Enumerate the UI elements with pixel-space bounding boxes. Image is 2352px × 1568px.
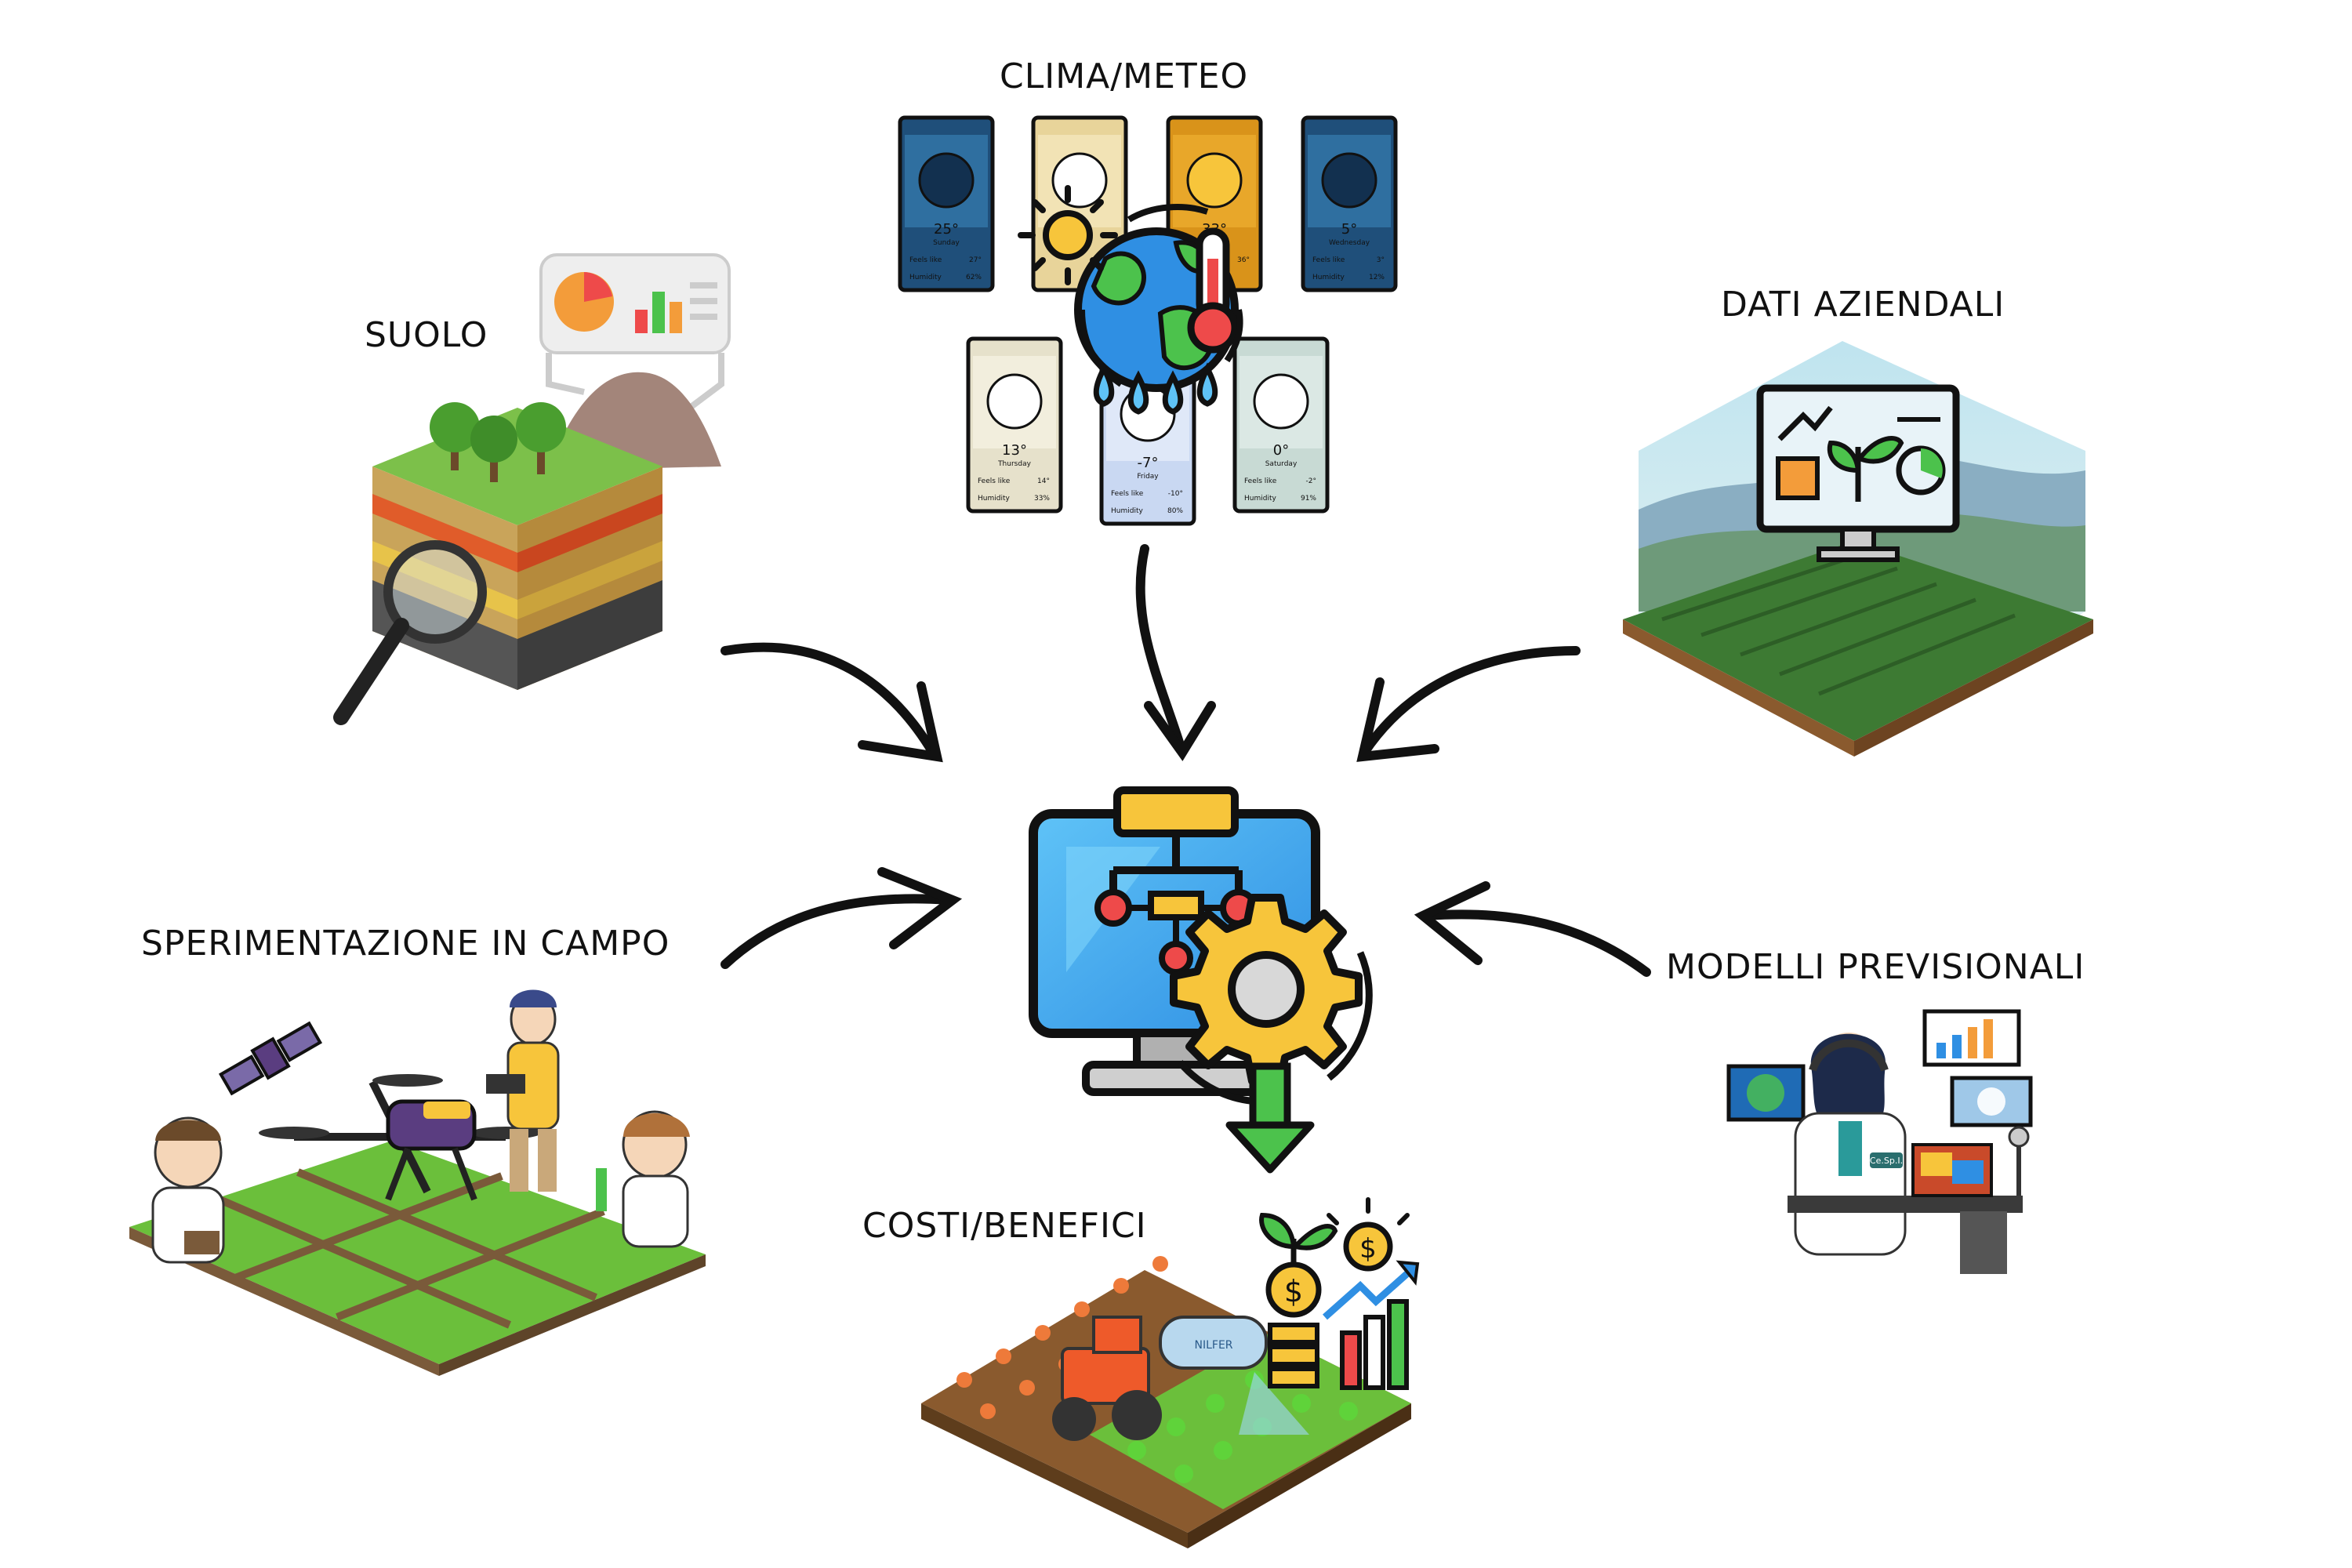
label-suolo: SUOLO bbox=[365, 315, 488, 355]
down-arrow-icon bbox=[1225, 1062, 1315, 1174]
gear-icon bbox=[1170, 894, 1373, 1105]
arrow-clima-to-center bbox=[1135, 544, 1216, 761]
arrow-modelli-to-center bbox=[1414, 881, 1651, 977]
sprayer-tank-icon: NILFER bbox=[1159, 1316, 1309, 1435]
weather-feels-label: Feels like bbox=[1111, 490, 1144, 498]
weather-humidity: 12% bbox=[1369, 274, 1385, 281]
arrow-dati-to-center bbox=[1356, 646, 1581, 762]
weather-humidity-label: Humidity bbox=[1244, 495, 1276, 503]
sun-icon bbox=[1018, 185, 1118, 285]
label-modelli-previsionali: MODELLI PREVISIONALI bbox=[1666, 947, 2085, 987]
svg-text:$: $ bbox=[1359, 1233, 1377, 1265]
weather-humidity: 62% bbox=[966, 274, 982, 281]
weather-feels-label: Feels like bbox=[909, 256, 942, 264]
weather-station-icon bbox=[2008, 1126, 2030, 1196]
moon-cloud-icon bbox=[1321, 152, 1377, 209]
sprayer-brand: NILFER bbox=[1194, 1339, 1232, 1352]
moon-stars-icon bbox=[918, 152, 975, 209]
weather-feels-label: Feels like bbox=[1312, 256, 1345, 264]
weather-feels: -10° bbox=[1168, 490, 1183, 498]
sperimentazione-illustration bbox=[129, 989, 706, 1376]
weather-temp: 0° bbox=[1273, 442, 1289, 459]
weather-humidity-label: Humidity bbox=[1111, 507, 1143, 515]
sun-cloud-icon bbox=[1051, 152, 1108, 209]
weather-day: Saturday bbox=[1265, 460, 1298, 468]
label-dati-aziendali: DATI AZIENDALI bbox=[1721, 285, 2005, 325]
weather-feels: 14° bbox=[1037, 477, 1050, 485]
label-costi-benefici: COSTI/BENEFICI bbox=[862, 1206, 1147, 1246]
researcher-analyst-figure: Ce.Sp.I. bbox=[1794, 1033, 1907, 1256]
growth-chart-icon bbox=[1323, 1260, 1420, 1390]
central-processing-icon bbox=[1029, 786, 1373, 1174]
desk bbox=[1788, 1196, 2023, 1213]
weather-feels: 3° bbox=[1377, 256, 1385, 264]
arrow-sperimentazione-to-center bbox=[720, 867, 963, 969]
cloud-icon bbox=[986, 373, 1043, 430]
coin-plant-icon: $ bbox=[1259, 1212, 1338, 1388]
researcher-right-figure bbox=[596, 1110, 690, 1248]
thermometer-icon bbox=[1187, 227, 1239, 354]
svg-text:$: $ bbox=[1284, 1274, 1303, 1308]
costi-benefici-illustration: NILFER $ $ bbox=[921, 1197, 1420, 1548]
weather-day: Friday bbox=[1137, 473, 1159, 481]
weather-temp: -7° bbox=[1138, 455, 1159, 471]
dollar-bulb-icon: $ bbox=[1327, 1197, 1410, 1272]
weather-feels-label: Feels like bbox=[978, 477, 1011, 485]
dati-aziendali-illustration bbox=[1623, 341, 2093, 757]
tractor-icon bbox=[1052, 1316, 1162, 1441]
magnifying-glass-icon bbox=[333, 540, 487, 725]
arrow-suolo-to-center bbox=[720, 642, 943, 763]
suolo-illustration bbox=[333, 253, 731, 725]
weather-day: Thursday bbox=[997, 460, 1032, 468]
lab-coat-badge: Ce.Sp.I. bbox=[1870, 1156, 1903, 1166]
researcher-pilot-figure bbox=[486, 989, 560, 1192]
weather-feels-label: Feels like bbox=[1244, 477, 1277, 485]
weather-humidity-label: Humidity bbox=[978, 495, 1010, 503]
weather-temp: 5° bbox=[1341, 221, 1357, 238]
storm-cloud-icon bbox=[1253, 373, 1309, 430]
modelli-illustration: Ce.Sp.I. bbox=[1726, 1009, 2033, 1274]
weather-day: Wednesday bbox=[1329, 239, 1370, 247]
tree-icon bbox=[430, 402, 566, 482]
satellite-icon bbox=[218, 1021, 323, 1096]
weather-feels: 36° bbox=[1237, 256, 1250, 264]
weather-temp: 13° bbox=[1002, 442, 1027, 459]
weather-humidity: 80% bbox=[1167, 507, 1183, 515]
weather-humidity-label: Humidity bbox=[909, 274, 942, 281]
weather-humidity: 91% bbox=[1301, 495, 1316, 503]
researcher-left-figure bbox=[151, 1116, 225, 1264]
water-drops-icon bbox=[1093, 362, 1218, 415]
weather-day: Sunday bbox=[933, 239, 960, 247]
label-clima-meteo: CLIMA/METEO bbox=[1000, 56, 1249, 96]
drone-icon bbox=[259, 1074, 541, 1201]
weather-temp: 25° bbox=[934, 221, 959, 238]
flow-node-left bbox=[1094, 889, 1132, 927]
weather-humidity: 33% bbox=[1034, 495, 1050, 503]
weather-feels: 27° bbox=[969, 256, 982, 264]
laptop-heatmap-icon bbox=[1911, 1143, 1993, 1197]
weather-feels: -2° bbox=[1306, 477, 1316, 485]
weather-humidity-label: Humidity bbox=[1312, 274, 1345, 281]
sun-icon bbox=[1186, 152, 1243, 209]
label-sperimentazione: SPERIMENTAZIONE IN CAMPO bbox=[141, 924, 670, 964]
